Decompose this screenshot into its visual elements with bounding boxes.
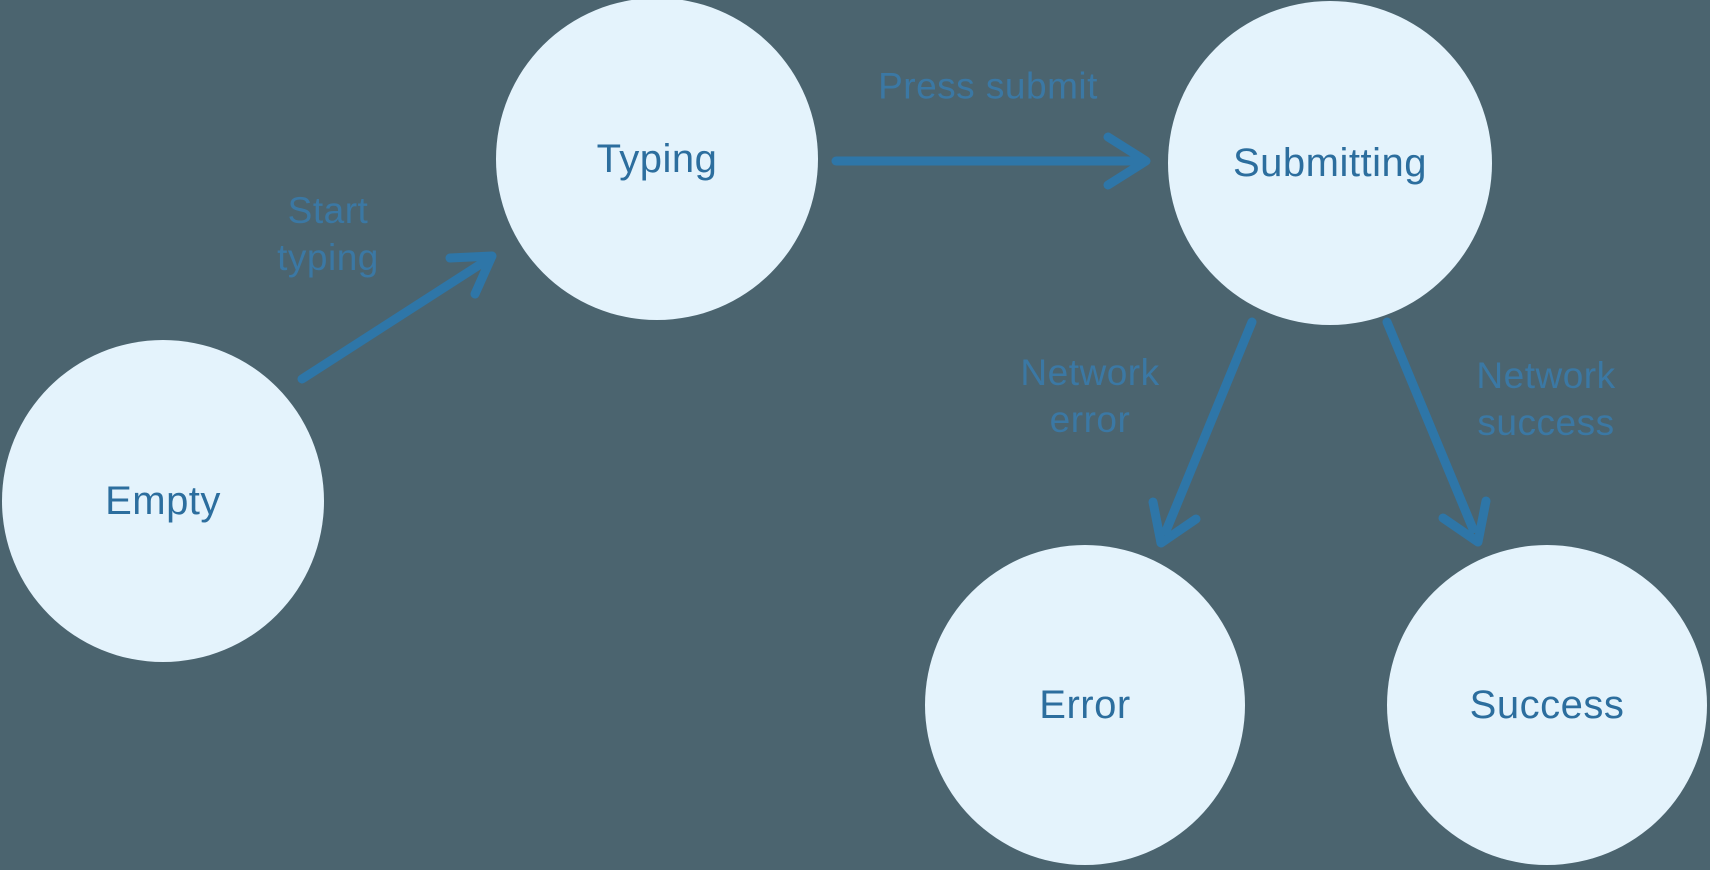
state-label-typing: Typing <box>596 136 718 181</box>
arrow-typing-to-submitting <box>831 132 1151 190</box>
transition-label-start-typing: Start typing <box>277 190 379 278</box>
transition-label-network-error: Network error <box>1020 352 1160 440</box>
state-node-empty: Empty <box>2 340 324 662</box>
state-node-typing: Typing <box>496 0 818 320</box>
transition-label-press-submit: Press submit <box>878 65 1098 107</box>
state-label-error: Error <box>1039 682 1131 727</box>
state-node-submitting: Submitting <box>1168 1 1492 325</box>
transition-label-network-success: Network success <box>1476 355 1616 443</box>
state-label-empty: Empty <box>105 478 221 523</box>
state-label-submitting: Submitting <box>1233 140 1427 185</box>
state-label-success: Success <box>1469 682 1625 727</box>
state-node-success: Success <box>1387 545 1707 865</box>
arrow-submitting-to-error <box>1148 317 1257 548</box>
arrow-submitting-to-success <box>1382 317 1491 547</box>
state-node-error: Error <box>925 545 1245 865</box>
